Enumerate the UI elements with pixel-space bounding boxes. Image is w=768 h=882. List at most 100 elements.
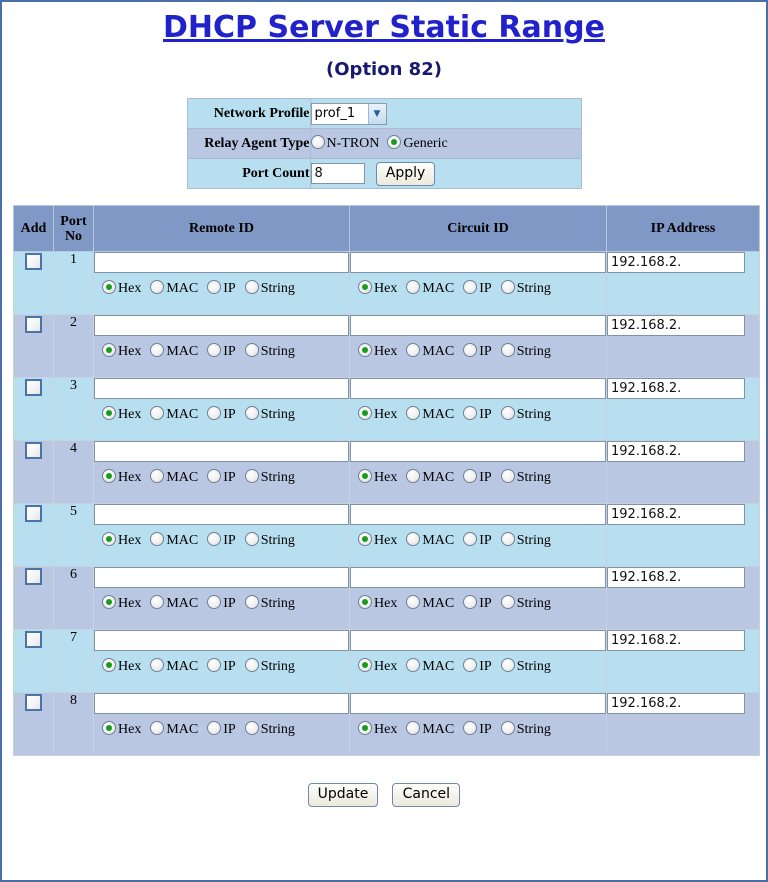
radio-mac-icon[interactable] (406, 343, 421, 357)
row-add-checkbox[interactable] (25, 252, 42, 270)
circuit-type-option-hex-2[interactable]: Hex (358, 405, 406, 422)
radio-string-icon[interactable] (500, 406, 515, 420)
circuit-type-option-hex-4[interactable]: Hex (358, 531, 406, 548)
remote-type-option-ip-1[interactable]: IP (207, 342, 244, 359)
radio-mac-icon[interactable] (406, 532, 421, 546)
radio-ip-icon[interactable] (207, 280, 222, 294)
radio-string-icon[interactable] (244, 532, 259, 546)
radio-mac-icon[interactable] (406, 721, 421, 735)
radio-string-icon[interactable] (244, 469, 259, 483)
radio-mac-icon[interactable] (150, 406, 165, 420)
circuit-id-input[interactable] (350, 441, 606, 462)
remote-type-option-hex-0[interactable]: Hex (102, 279, 150, 296)
radio-string-icon[interactable] (500, 721, 515, 735)
remote-type-option-mac-4[interactable]: MAC (150, 531, 207, 548)
radio-ip-icon[interactable] (463, 406, 478, 420)
radio-hex-icon[interactable] (102, 658, 116, 672)
circuit-type-option-mac-6[interactable]: MAC (406, 657, 463, 674)
radio-hex-icon[interactable] (358, 658, 372, 672)
circuit-id-input[interactable] (350, 630, 606, 651)
row-add-checkbox[interactable] (25, 441, 42, 459)
circuit-type-option-string-4[interactable]: String (500, 531, 560, 548)
radio-string-icon[interactable] (244, 406, 259, 420)
apply-button[interactable]: Apply (375, 161, 436, 186)
circuit-type-option-ip-1[interactable]: IP (463, 342, 500, 359)
circuit-type-option-ip-0[interactable]: IP (463, 279, 500, 296)
circuit-type-option-ip-2[interactable]: IP (463, 405, 500, 422)
radio-mac-icon[interactable] (406, 280, 421, 294)
remote-type-option-mac-7[interactable]: MAC (150, 720, 207, 737)
remote-type-option-hex-1[interactable]: Hex (102, 342, 150, 359)
circuit-type-option-string-0[interactable]: String (500, 279, 560, 296)
radio-hex-icon[interactable] (102, 406, 116, 420)
row-add-checkbox[interactable] (25, 693, 42, 711)
circuit-id-input[interactable] (350, 315, 606, 336)
circuit-type-option-hex-7[interactable]: Hex (358, 720, 406, 737)
radio-string-icon[interactable] (500, 343, 515, 357)
circuit-type-option-hex-1[interactable]: Hex (358, 342, 406, 359)
ip-address-input[interactable]: 192.168.2. (607, 693, 745, 714)
radio-mac-icon[interactable] (406, 469, 421, 483)
circuit-id-input[interactable] (350, 504, 606, 525)
radio-ip-icon[interactable] (207, 469, 222, 483)
remote-type-option-ip-7[interactable]: IP (207, 720, 244, 737)
remote-type-option-string-0[interactable]: String (244, 279, 304, 296)
row-add-checkbox[interactable] (25, 630, 42, 648)
radio-ip-icon[interactable] (207, 343, 222, 357)
radio-hex-icon[interactable] (358, 469, 372, 483)
radio-generic-icon[interactable] (387, 135, 402, 149)
circuit-type-option-string-2[interactable]: String (500, 405, 560, 422)
circuit-type-option-mac-3[interactable]: MAC (406, 468, 463, 485)
remote-type-option-mac-2[interactable]: MAC (150, 405, 207, 422)
circuit-type-option-ip-3[interactable]: IP (463, 468, 500, 485)
remote-type-option-ip-6[interactable]: IP (207, 657, 244, 674)
remote-type-option-ip-5[interactable]: IP (207, 594, 244, 611)
radio-mac-icon[interactable] (150, 595, 165, 609)
remote-id-input[interactable] (94, 441, 349, 462)
radio-hex-icon[interactable] (102, 721, 116, 735)
remote-id-input[interactable] (94, 252, 349, 273)
radio-ip-icon[interactable] (463, 721, 478, 735)
circuit-id-input[interactable] (350, 252, 606, 273)
remote-type-option-hex-4[interactable]: Hex (102, 531, 150, 548)
radio-hex-icon[interactable] (102, 343, 116, 357)
radio-string-icon[interactable] (244, 343, 259, 357)
radio-ip-icon[interactable] (463, 469, 478, 483)
ip-address-input[interactable]: 192.168.2. (607, 567, 745, 588)
radio-string-icon[interactable] (244, 658, 259, 672)
relay-option-ntron[interactable]: N-TRON (310, 135, 388, 151)
remote-id-input[interactable] (94, 504, 349, 525)
radio-ip-icon[interactable] (463, 658, 478, 672)
radio-mac-icon[interactable] (150, 532, 165, 546)
remote-type-option-string-1[interactable]: String (244, 342, 304, 359)
circuit-type-option-hex-3[interactable]: Hex (358, 468, 406, 485)
radio-mac-icon[interactable] (406, 595, 421, 609)
radio-hex-icon[interactable] (358, 343, 372, 357)
radio-hex-icon[interactable] (102, 595, 116, 609)
radio-string-icon[interactable] (244, 721, 259, 735)
remote-id-input[interactable] (94, 315, 349, 336)
remote-type-option-mac-0[interactable]: MAC (150, 279, 207, 296)
radio-string-icon[interactable] (500, 658, 515, 672)
radio-ip-icon[interactable] (463, 343, 478, 357)
remote-type-option-hex-6[interactable]: Hex (102, 657, 150, 674)
remote-type-option-string-6[interactable]: String (244, 657, 304, 674)
ip-address-input[interactable]: 192.168.2. (607, 315, 745, 336)
remote-type-option-mac-5[interactable]: MAC (150, 594, 207, 611)
remote-type-option-string-2[interactable]: String (244, 405, 304, 422)
radio-ip-icon[interactable] (207, 532, 222, 546)
circuit-id-input[interactable] (350, 378, 606, 399)
cancel-button[interactable]: Cancel (392, 783, 461, 807)
radio-mac-icon[interactable] (406, 406, 421, 420)
circuit-id-input[interactable] (350, 693, 606, 714)
radio-ip-icon[interactable] (207, 658, 222, 672)
radio-ip-icon[interactable] (207, 406, 222, 420)
radio-hex-icon[interactable] (102, 532, 116, 546)
remote-type-option-hex-5[interactable]: Hex (102, 594, 150, 611)
circuit-type-option-mac-5[interactable]: MAC (406, 594, 463, 611)
radio-hex-icon[interactable] (358, 406, 372, 420)
circuit-type-option-string-3[interactable]: String (500, 468, 560, 485)
radio-mac-icon[interactable] (150, 721, 165, 735)
radio-ntron-icon[interactable] (310, 135, 325, 149)
ip-address-input[interactable]: 192.168.2. (607, 630, 745, 651)
